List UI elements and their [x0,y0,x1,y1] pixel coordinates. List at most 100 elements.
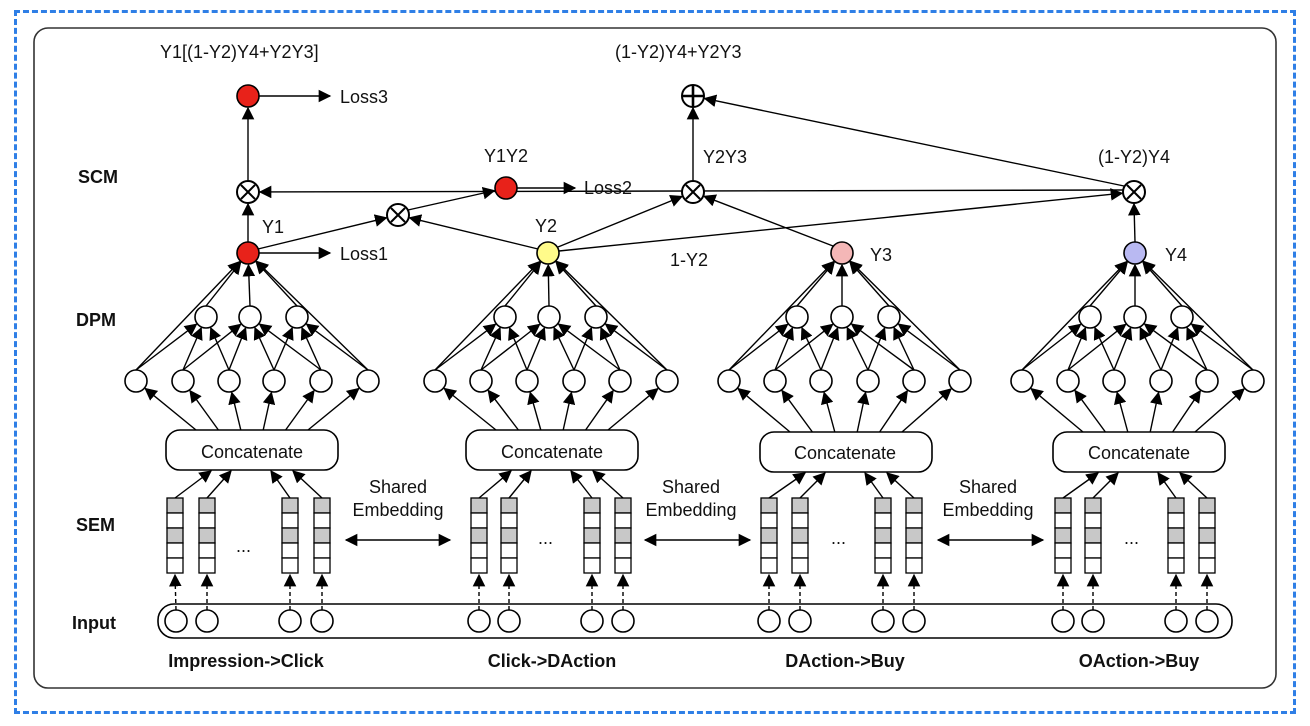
tower-4-embedding-cell [1084,542,1102,559]
tower-1-hidden-arrow [135,323,198,371]
tower-3-embedding-to-concat-arrow [799,472,826,499]
tower-1-embedding-cell [166,527,184,544]
tower-1-embedding-cell [281,527,299,544]
y3-to-y2y3-arrow [703,194,834,247]
tower-1-hidden-node-l1 [356,369,380,393]
tower-3-embedding-cell [791,557,809,574]
tower-2-hidden-arrow [604,323,668,371]
tower-2-embedding-cell [470,497,488,514]
y2-to-y2y3-arrow [557,194,684,248]
tower-4-embedding-cell [1084,557,1102,574]
tower-4-embedding-cell [1084,497,1102,514]
tower-3-input-node [871,609,895,633]
loss3-label: Loss3 [340,87,388,107]
tower-1-embedding-cell [166,497,184,514]
tower-1-embedding-cell [166,512,184,529]
multiply-op-y1-stroke-b [240,184,256,200]
tower-1-embedding-to-concat-arrow [206,470,232,499]
tower-4-skip-arrow [1021,260,1128,371]
tower-2-embedding-to-concat-arrow [508,470,532,499]
tower-1-embedding-cell [313,542,331,559]
tower-3-hidden-arrow [820,326,840,371]
tower-3-hidden-arrow [897,323,961,371]
tower-1-embedding-cell [198,497,216,514]
tower-3-hidden-node-l2 [877,305,901,329]
tower-3-embedding-cell [874,557,892,574]
tower-1-hidden-arrow [228,326,248,371]
y2y3-label: Y2Y3 [703,147,747,167]
tower-3-embedding-cell [905,527,923,544]
tower-4-embedding-cell [1084,512,1102,529]
tower-3-concat-to-hidden-arrow [737,387,791,433]
tower-1-input-node [278,609,302,633]
tower-4-hidden-arrow [1093,326,1115,371]
y1-label: Y1 [262,217,284,237]
tower-2-hidden-arrow [526,326,546,371]
tower-3-embedding-cell [791,542,809,559]
tower-4-hidden-arrow [1067,323,1127,371]
tower-4-input-node [1081,609,1105,633]
tower-2-concat-to-hidden-arrow [562,391,576,431]
tower-2-embedding-cell [500,512,518,529]
tower-3-embedding-cell [905,542,923,559]
tower-3-hidden-arrow [774,323,834,371]
tower-1-hidden-node-l1 [124,369,148,393]
tower-1-embedding-cell [198,557,216,574]
tower-2-embedding-cell [583,557,601,574]
tower-4-embedding-cell [1198,557,1216,574]
tower-3-embedding-cell [760,527,778,544]
tower-1-embedding-cell [166,557,184,574]
y1y2-label: Y1Y2 [484,146,528,166]
tower-2-embedding-cell [500,557,518,574]
tower-3-concat-to-hidden-arrow [781,389,813,433]
tower-1-hidden-node-l1 [262,369,286,393]
tower-2-embedding-cell [470,557,488,574]
tower-4-concatenate-box [1052,431,1226,473]
one-minus-y2-arrow [558,188,1124,252]
links-layer [236,84,1146,547]
tower-3-hidden-arrow [728,323,789,371]
ctcvr-output-node [236,84,260,108]
tower-1-embedding-cell [313,512,331,529]
tower-1-embedding-cell [198,512,216,529]
tower-3-embedding-cell [791,527,809,544]
tower-1-hidden-node-l2 [238,305,262,329]
tower-3-embedding-cell [760,512,778,529]
row-label-dpm: DPM [76,310,116,330]
tower-4-hidden-arrow [1190,323,1254,371]
tower-3-input-node [757,609,781,633]
tower-1-hidden-arrow [253,326,275,371]
tower-2-embedding-to-concat-arrow [478,470,512,499]
y1-expr-label: Y1[(1-Y2)Y4+Y2Y3] [160,42,319,62]
tower-4-hidden-node-l1 [1241,369,1265,393]
tower-1-embedding-cell [281,557,299,574]
dashed-border [14,10,1296,714]
shared-embedding-2-l1: Shared [662,477,720,497]
tower-3-hidden-node-l1 [717,369,741,393]
tower-3-embedding-cell [760,542,778,559]
tower-1-embedding-cell [281,542,299,559]
concat-label-4: Concatenate [1088,443,1190,463]
tower-3-concatenate-box [759,431,933,473]
tower-2-embedding-to-concat-arrow [592,470,624,499]
tower-2-hidden-node-l1 [562,369,586,393]
tower-1-hidden-node-l1 [309,369,333,393]
tower-1-hidden-node-l2 [285,305,309,329]
tower-4-embedding-cell [1198,542,1216,559]
tower-4-embedding-cell [1198,512,1216,529]
tower-1-input-node [195,609,219,633]
tower-4-hidden-arrow [1021,323,1082,371]
shared-embedding-1-l2: Embedding [352,500,443,520]
tower-3-hidden-node-l1 [948,369,972,393]
tower-1-embedding-cell [198,542,216,559]
tower-4-concat-to-hidden-arrow [1030,387,1084,433]
tower-2-embedding-cell [470,512,488,529]
tower-1-hidden-to-output-arrow [242,263,256,307]
tower-1-concat-to-hidden-arrow [189,389,219,431]
tower-1-concat-to-hidden-arrow [285,389,315,431]
tower-2-input-node [580,609,604,633]
tower-1-skip-arrow [255,260,369,371]
tower-3-embedding-cell [905,497,923,514]
tower-2-output-node [536,241,560,265]
tower-2-embedding-cell [614,542,632,559]
